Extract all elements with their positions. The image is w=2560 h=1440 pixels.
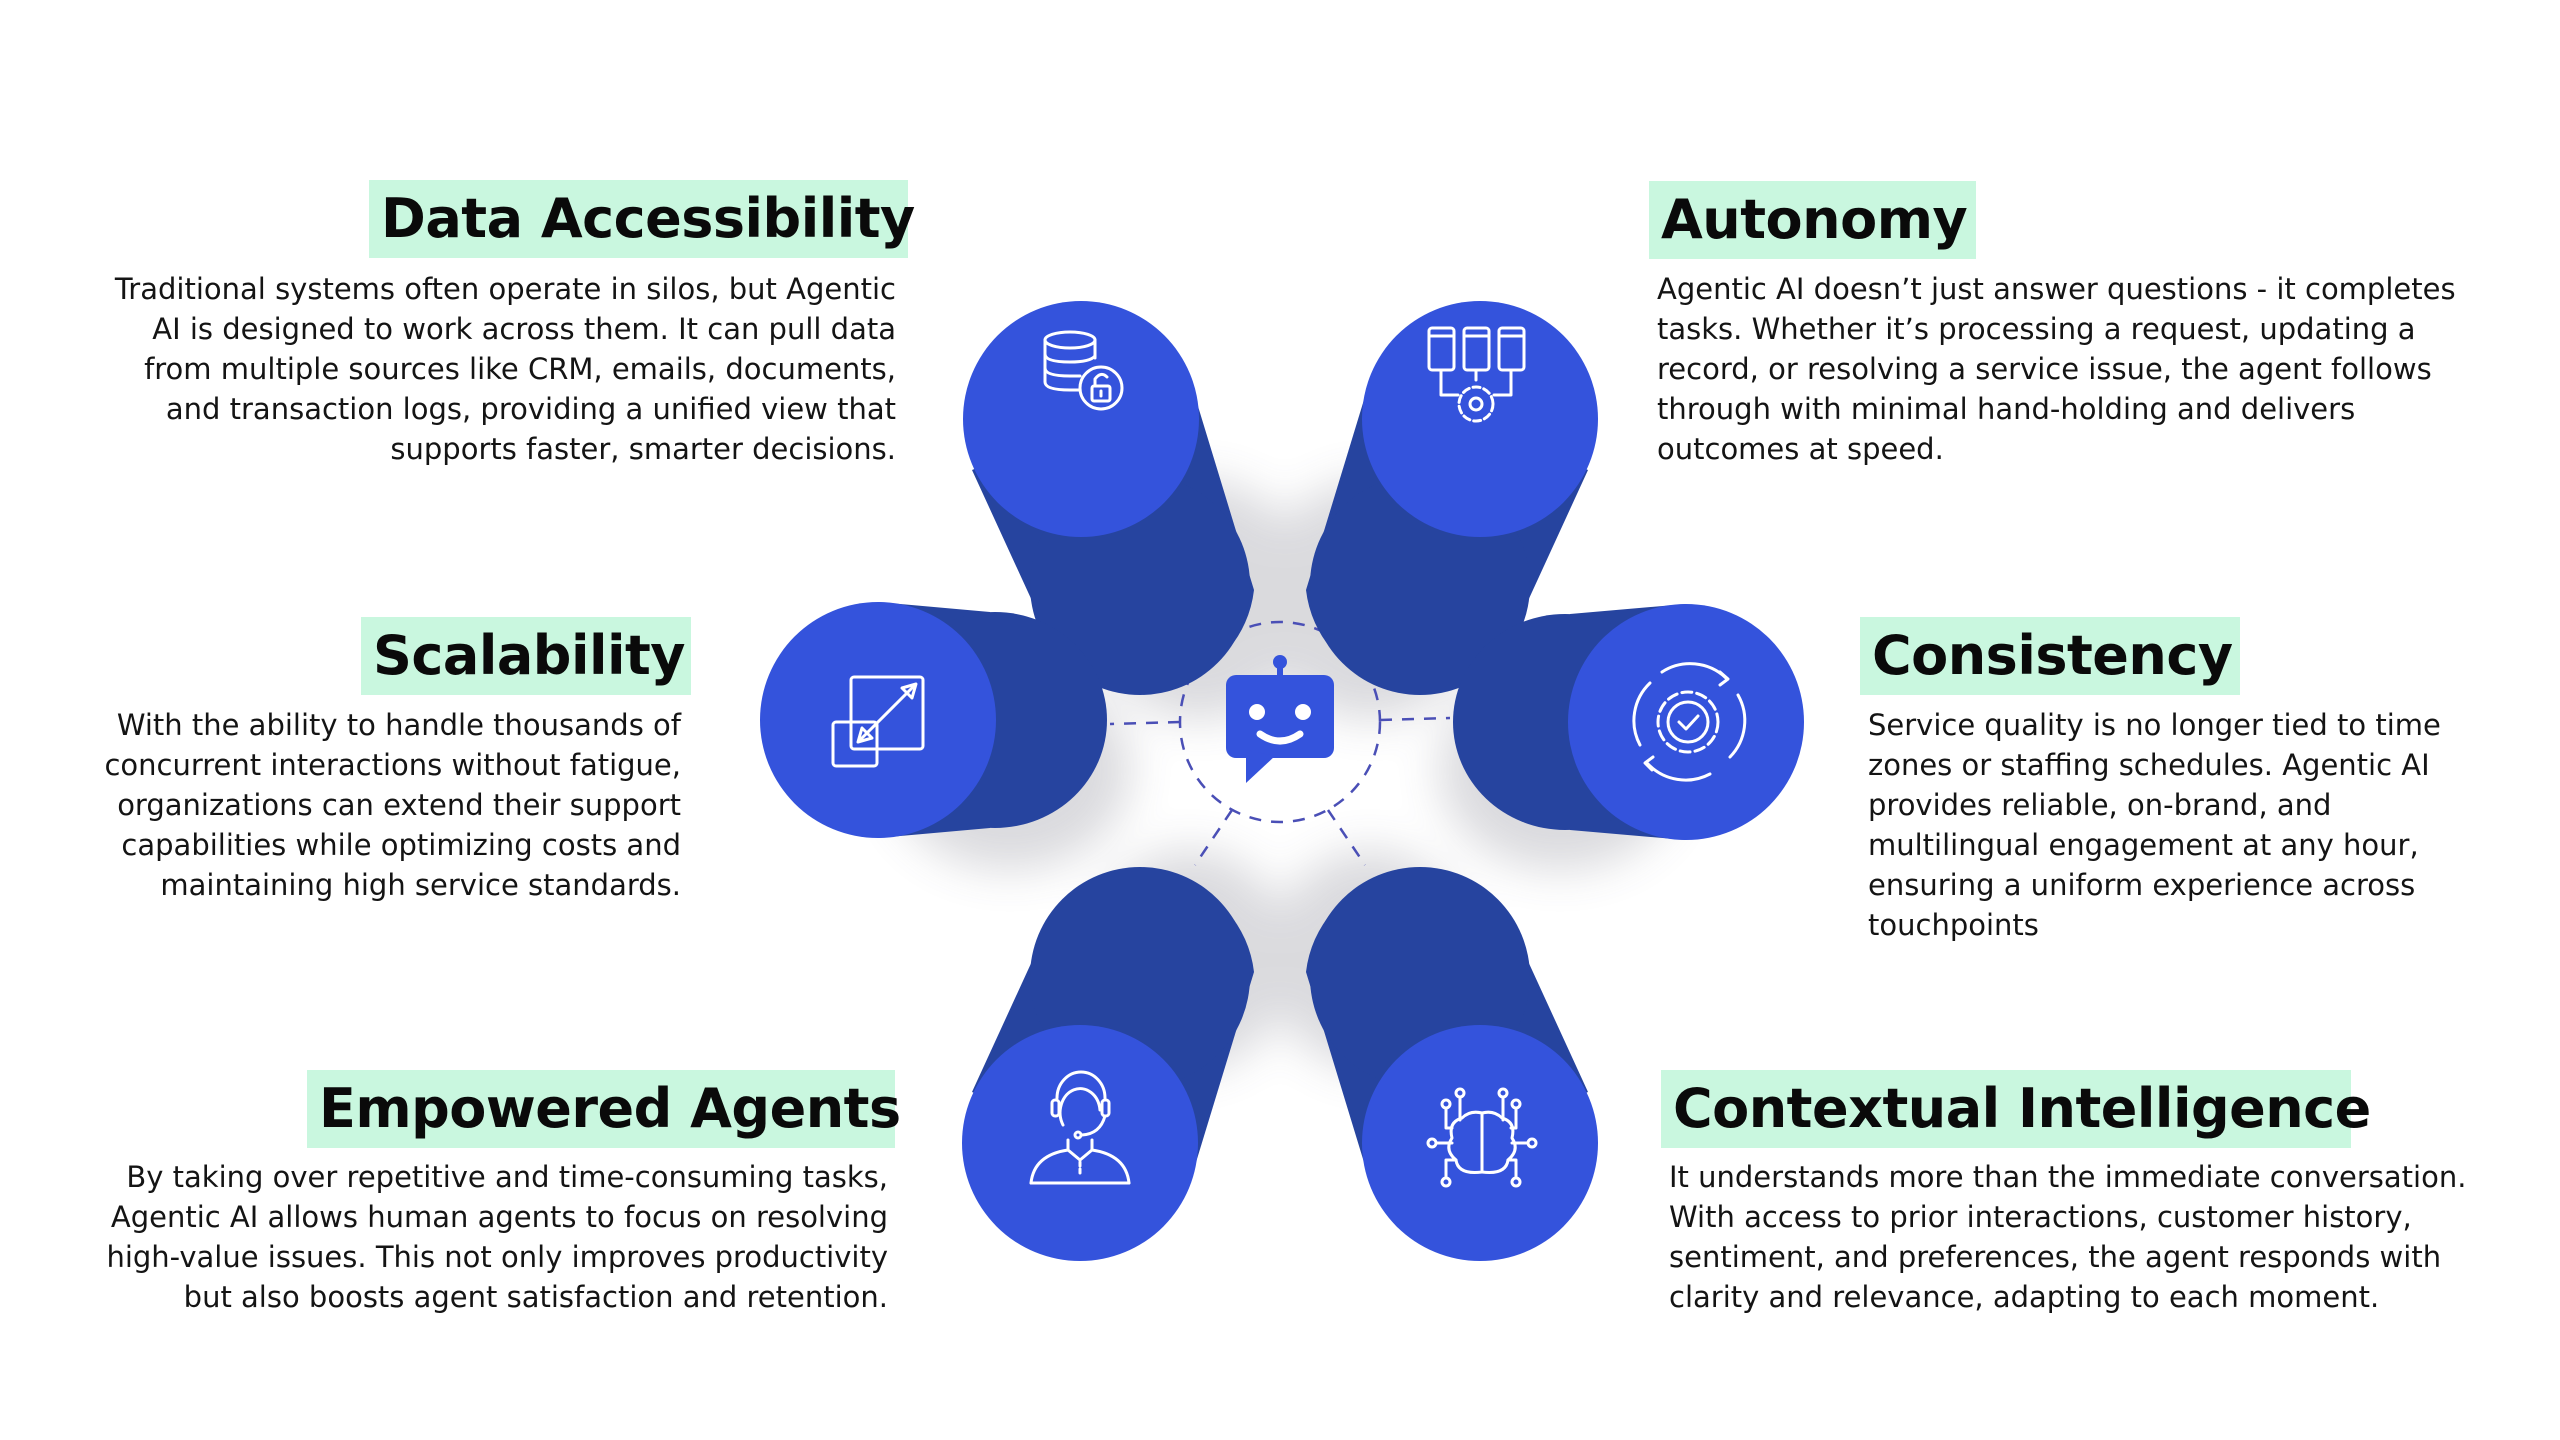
desc-contextual-intelligence: It understands more than the immediate c… [1669, 1157, 2466, 1317]
title-badge-autonomy: Autonomy [1649, 181, 1976, 259]
desc-line: Traditional systems often operate in sil… [114, 272, 896, 306]
servers-gear-icon [1427, 326, 1526, 423]
chatbot-icon [1226, 655, 1334, 783]
desc-line: clarity and relevance, adapting to each … [1669, 1280, 2380, 1314]
desc-line: touchpoints [1868, 908, 2039, 942]
title-contextual-intelligence: Contextual Intelligence [1673, 1077, 2371, 1140]
desc-empowered-agents: By taking over repetitive and time-consu… [106, 1157, 888, 1317]
desc-line: zones or staffing schedules. Agentic AI [1868, 748, 2430, 782]
cylinder-consistency [1453, 604, 1804, 840]
desc-line: ensuring a uniform experience across [1868, 868, 2416, 902]
title-badge-scalability: Scalability [361, 617, 691, 695]
desc-line: from multiple sources like CRM, emails, … [144, 352, 896, 386]
title-data-accessibility: Data Accessibility [381, 187, 915, 250]
desc-line: concurrent interactions without fatigue, [104, 748, 681, 782]
desc-line: AI is designed to work across them. It c… [152, 312, 896, 346]
desc-scalability: With the ability to handle thousands of … [104, 705, 681, 905]
title-autonomy: Autonomy [1661, 188, 1968, 251]
desc-line: high-value issues. This not only improve… [106, 1240, 888, 1274]
desc-line: By taking over repetitive and time-consu… [126, 1160, 888, 1194]
desc-line: maintaining high service standards. [160, 868, 681, 902]
database-unlock-icon [1043, 330, 1124, 411]
desc-line: Service quality is no longer tied to tim… [1868, 708, 2441, 742]
desc-line: Agentic AI allows human agents to focus … [110, 1200, 888, 1234]
desc-line: With the ability to handle thousands of [116, 708, 681, 742]
desc-line: Agentic AI doesn’t just answer questions… [1657, 272, 2456, 306]
title-badge-data-accessibility: Data Accessibility [369, 180, 915, 258]
title-badge-contextual-intelligence: Contextual Intelligence [1661, 1070, 2371, 1148]
desc-line: capabilities while optimizing costs and [121, 828, 681, 862]
cylinder-scalability [760, 602, 1107, 838]
desc-line: organizations can extend their support [117, 788, 681, 822]
desc-autonomy: Agentic AI doesn’t just answer questions… [1657, 269, 2456, 469]
cylinder-empowered-agents [962, 867, 1254, 1261]
cylinder-data-accessibility [963, 301, 1254, 695]
resize-scale-icon [831, 675, 925, 768]
cylinder-autonomy [1306, 301, 1598, 695]
desc-line: supports faster, smarter decisions. [390, 432, 896, 466]
headset-agent-icon [1029, 1070, 1131, 1185]
gear-check-cycle-icon [1632, 662, 1747, 782]
desc-line: sentiment, and preferences, the agent re… [1669, 1240, 2442, 1274]
desc-line: It understands more than the immediate c… [1669, 1160, 2467, 1194]
desc-line: multilingual engagement at any hour, [1868, 828, 2419, 862]
desc-line: through with minimal hand-holding and de… [1657, 392, 2356, 426]
title-consistency: Consistency [1872, 624, 2233, 687]
desc-line: record, or resolving a service issue, th… [1657, 352, 2432, 386]
desc-line: tasks. Whether it’s processing a request… [1657, 312, 2416, 346]
cylinder-contextual-intelligence [1306, 867, 1598, 1261]
desc-data-accessibility: Traditional systems often operate in sil… [115, 269, 896, 469]
desc-line: but also boosts agent satisfaction and r… [183, 1280, 888, 1314]
desc-line: and transaction logs, providing a unifie… [165, 392, 896, 426]
title-scalability: Scalability [373, 624, 686, 687]
desc-line: provides reliable, on-brand, and [1868, 788, 2332, 822]
title-empowered-agents: Empowered Agents [319, 1077, 901, 1140]
desc-line: With access to prior interactions, custo… [1669, 1200, 2412, 1234]
title-badge-consistency: Consistency [1860, 617, 2240, 695]
brain-circuit-icon [1426, 1087, 1538, 1188]
title-badge-empowered-agents: Empowered Agents [307, 1070, 901, 1148]
desc-line: outcomes at speed. [1657, 432, 1944, 466]
desc-consistency: Service quality is no longer tied to tim… [1868, 705, 2441, 945]
